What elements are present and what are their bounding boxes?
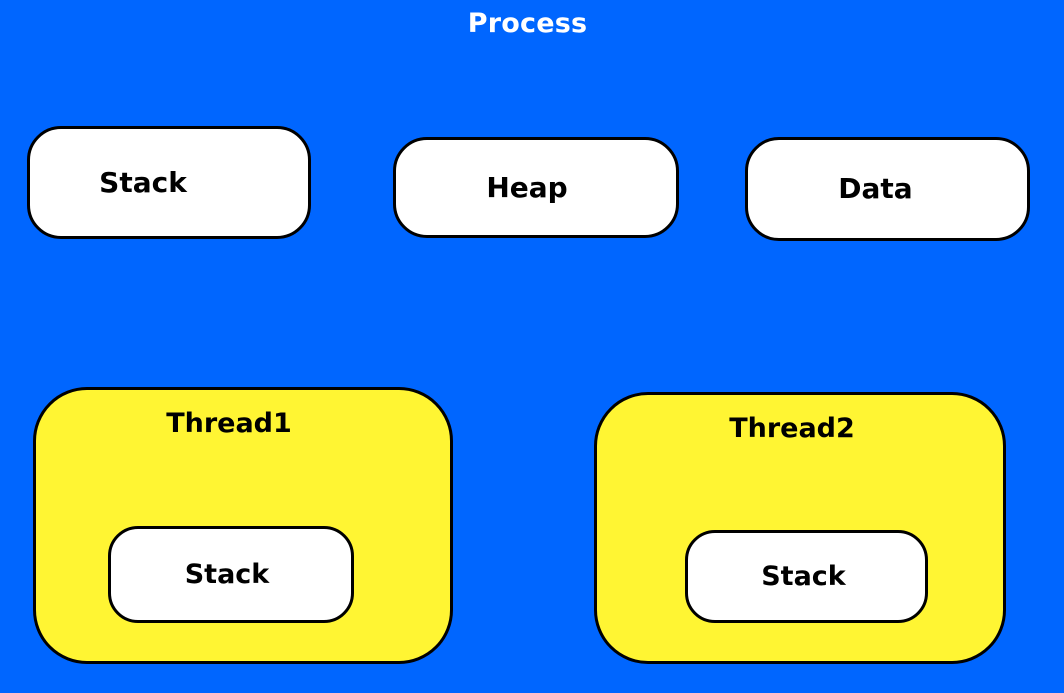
- process-heap-label: Heap: [486, 170, 568, 204]
- thread1-stack-label: Stack: [184, 559, 270, 590]
- process-heap-box[interactable]: Heap: [393, 137, 679, 238]
- thread2-stack-box[interactable]: Stack: [685, 530, 928, 623]
- thread1-label: Thread1: [166, 408, 292, 439]
- thread1-stack-box[interactable]: Stack: [108, 526, 354, 623]
- thread2-label: Thread2: [729, 413, 855, 444]
- thread2-box[interactable]: Thread2 Stack: [594, 392, 1006, 664]
- process-data-label: Data: [838, 172, 913, 205]
- process-data-box[interactable]: Data: [745, 137, 1030, 241]
- page-title: Process: [467, 8, 588, 39]
- process-stack-label: Stack: [99, 165, 187, 199]
- thread1-box[interactable]: Thread1 Stack: [33, 387, 453, 664]
- thread2-stack-label: Stack: [761, 561, 846, 592]
- process-stack-box[interactable]: Stack: [27, 126, 311, 239]
